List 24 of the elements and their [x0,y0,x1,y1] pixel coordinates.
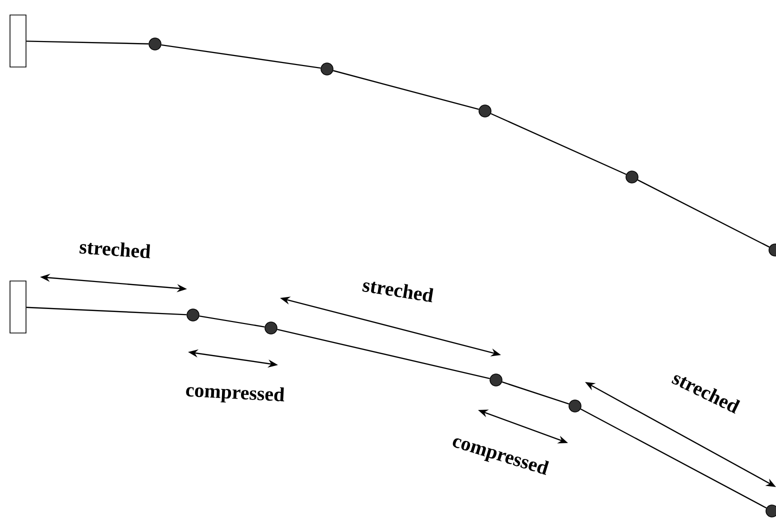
joint-dot [478,104,492,118]
label: compressed [186,387,284,403]
beam-segment [333,70,479,110]
joint-dot [568,400,582,412]
joint-dot [148,38,162,50]
wall-block [10,280,26,334]
joint-dot [320,62,334,76]
joint-dot [490,374,502,386]
joint-dot [766,504,776,518]
label: streched [362,282,434,302]
beam-segment [26,40,149,44]
label: streched [79,242,150,258]
beam-segment [26,306,187,316]
beam-segment [490,113,626,175]
joint-dot [626,170,638,184]
beam-segment [161,44,321,69]
joint-dot [186,308,200,322]
beam-segment [199,315,265,328]
wall-block [10,14,26,68]
beam-segment [580,408,767,509]
beam-segment [277,328,490,380]
joint-dot [264,322,278,334]
beam-segment [502,381,570,405]
joint-dot [768,244,776,256]
